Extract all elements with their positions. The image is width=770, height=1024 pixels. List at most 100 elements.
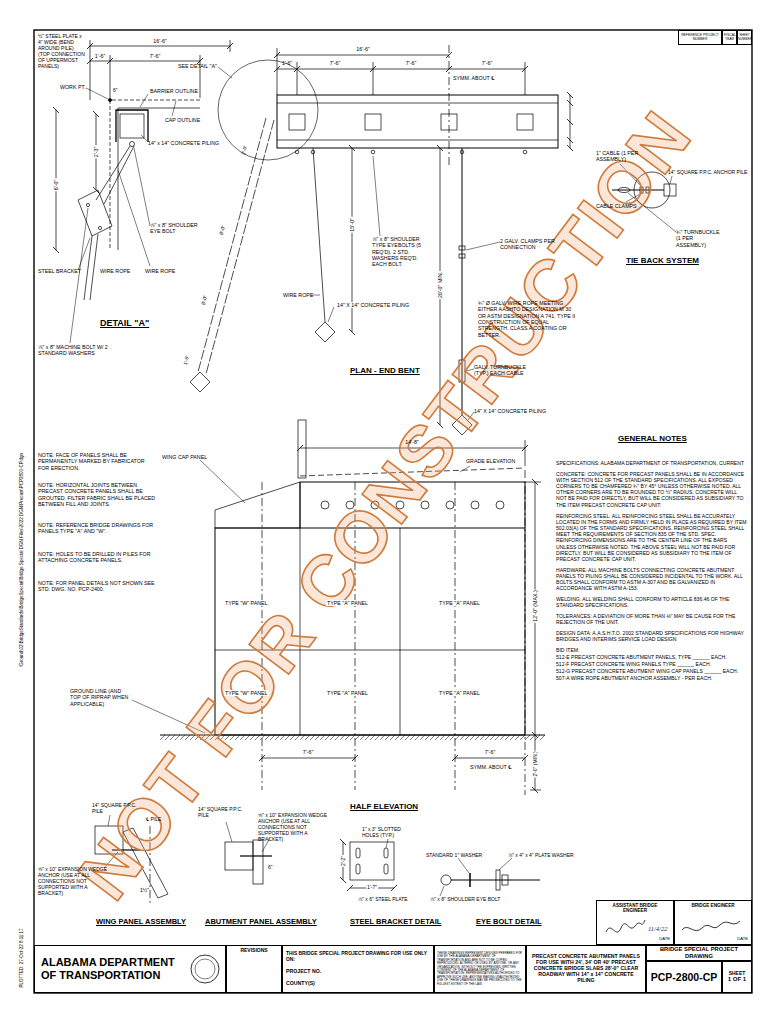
callout-label: ¾" TURNBUCKLE (1 PER ASSEMBLY) <box>676 229 721 248</box>
panel-label: TYPE "W" PANEL <box>224 690 269 696</box>
cell-text: PRECAST CONCRETE ABUTMENT PANELS FOR USE… <box>530 954 642 984</box>
detail-drawings <box>112 849 140 850</box>
tie-back-drawing <box>646 187 649 193</box>
detail-drawings <box>350 842 394 880</box>
panel-label: TYPE "A" PANEL <box>438 690 481 696</box>
plan-end-bent-drawing <box>459 360 465 382</box>
detail-drawings <box>356 864 360 874</box>
half-elevation-drawing <box>215 482 300 528</box>
dimension-label: 1'-6" <box>282 60 292 66</box>
note-text: NOTE: FOR PANEL DETAILS NOT SHOWN SEE ST… <box>38 580 156 593</box>
note-text: HARDWARE: ALL MACHINE BOLTS CONNECTING C… <box>556 567 748 591</box>
note-text: 507-A WIRE ROPE ABUTMENT ANCHOR ASSEMBLY… <box>556 675 748 681</box>
reference-cell: SHEET NUMBER <box>737 30 752 45</box>
detail-drawings <box>123 828 168 898</box>
plan-end-bent-drawing <box>373 156 380 236</box>
note-text: REINFORCING STEEL: ALL REINFORCING STEEL… <box>556 513 748 562</box>
detail-drawings <box>384 864 388 874</box>
detail-drawings <box>108 815 110 826</box>
detail-a-drawing <box>118 170 150 266</box>
dimension-label: 7'-6" <box>303 749 314 755</box>
panel-label: TYPE "W" PANEL <box>224 600 269 606</box>
view-title: ABUTMENT PANEL ASSEMBLY <box>205 917 317 926</box>
callout-label: WORK PT. <box>60 84 86 90</box>
revisions-cell: REVISIONS <box>226 945 282 993</box>
plan-end-bent-drawing <box>459 246 465 250</box>
detail-a-drawing <box>90 46 230 47</box>
detail-drawings <box>441 875 451 885</box>
half-elevation-drawing <box>525 470 526 795</box>
detail-a-drawing <box>90 234 98 300</box>
note-text: BID ITEM: <box>556 647 748 653</box>
detail-drawings <box>226 822 232 842</box>
half-elevation-drawing <box>496 501 504 509</box>
half-elevation-drawing <box>160 735 545 740</box>
dimension-label: 6" <box>268 864 273 870</box>
callout-label: WIRE ROPE <box>100 268 130 274</box>
callout-label: SEE DETAIL "A" <box>178 63 217 69</box>
half-elevation-drawing <box>262 482 263 790</box>
dimension-label: 6'-0" <box>53 179 59 192</box>
detail-drawings <box>386 839 388 848</box>
file-path: \Ground\02\BridgeStandards\BridgeSpecial… <box>19 453 24 667</box>
sheet-cell: SHEET1 OF 1 <box>722 961 752 993</box>
plan-end-bent-drawing <box>466 242 500 250</box>
tie-back-drawing <box>640 187 643 193</box>
cell-text: COUNTY(S) <box>286 981 430 987</box>
note-text: 512-G PRECAST CONCRETE ABUTMENT WING CAP… <box>556 668 748 674</box>
half-elevation-drawing <box>298 420 306 478</box>
dimension-label: 1'-7" <box>366 884 378 890</box>
callout-label: 1" x 3" SLOTTED HOLES (TYP.) <box>362 826 406 838</box>
callout-label: ⅞" x 8" SHOULDER EYE BOLT <box>430 896 500 902</box>
plan-end-bent-drawing <box>198 118 266 372</box>
plan-end-bent-drawing <box>313 148 325 322</box>
dimension-label: 8'-0" <box>200 294 208 305</box>
detail-a-drawing <box>172 101 176 116</box>
dimension-label: 1'-6" <box>182 354 190 365</box>
cell-text: 1 OF 1 <box>724 976 750 983</box>
description-cell: PRECAST CONCRETE ABUTMENT PANELS FOR USE… <box>526 945 646 993</box>
callout-label: ⅝" x 10" EXPANSION WEDGE ANCHOR (USE AT … <box>258 812 330 842</box>
drawing-type-cell: BRIDGE SPECIAL PROJECT DRAWING <box>646 945 752 961</box>
detail-drawings <box>356 848 360 858</box>
plan-end-bent-drawing <box>365 114 381 130</box>
plan-end-bent-drawing <box>277 55 449 56</box>
callout-label: CAP OUTLINE <box>165 117 200 123</box>
cell-text: THIS BRIDGE SPECIAL PROJECT DRAWING FOR … <box>286 951 430 962</box>
plan-end-bent-drawing <box>525 62 526 95</box>
callout-label: ⅞" x 8" MACHINE BOLT W/ 2 STANDARD WASHE… <box>38 344 110 357</box>
detail-drawings <box>384 848 388 858</box>
plan-end-bent-drawing <box>190 372 210 392</box>
callout-label: GRADE ELEVATION <box>466 458 515 464</box>
callout-label: 1" CABLE (1 PER ASSEMBLY) <box>596 150 644 163</box>
callout-label: 14" SQUARE P.P.C. PILE <box>92 802 144 814</box>
dimension-label: 20'-0" MIN. <box>437 271 443 299</box>
signature-box: BRIDGE ENGINEERDATE <box>674 900 752 945</box>
plan-end-bent-drawing <box>295 150 299 154</box>
plan-end-bent-drawing <box>218 60 318 160</box>
dimension-label: 1'-6" <box>95 53 106 59</box>
cell-text: PROJECT NO. <box>286 969 430 975</box>
detail-a-drawing <box>86 203 89 206</box>
plan-end-bent-drawing <box>459 254 465 258</box>
detail-a-drawing <box>78 190 112 236</box>
detail-a-drawing <box>70 208 88 343</box>
cell-text: THESE DRAWINGS REPRESENT DESIGNS PREPARE… <box>437 952 523 986</box>
dimension-label: 2'-2" <box>340 855 346 867</box>
sheet-frame <box>191 955 219 983</box>
agency-cell: ALABAMA DEPARTMENT OF TRANSPORTATION <box>34 945 226 993</box>
plan-end-bent-drawing <box>466 369 474 371</box>
callout-label: 2 GALV. CLAMPS PER CONNECTION <box>500 238 562 251</box>
half-elevation-drawing <box>300 468 525 476</box>
detail-a-drawing <box>104 146 134 204</box>
half-elevation-drawing <box>371 501 379 509</box>
dimension-label: 12'-0" (MAX.) <box>532 589 538 622</box>
half-elevation-drawing <box>262 758 355 759</box>
half-elevation-drawing <box>215 650 525 651</box>
dimension-label: 1½" <box>140 887 149 893</box>
callout-label: SYMM. ABOUT ℄ <box>470 764 512 770</box>
detail-a-drawing <box>141 135 147 141</box>
dimension-label: 2'-3" <box>93 146 99 159</box>
detail-drawings <box>240 855 272 856</box>
detail-a-drawing <box>230 40 231 52</box>
